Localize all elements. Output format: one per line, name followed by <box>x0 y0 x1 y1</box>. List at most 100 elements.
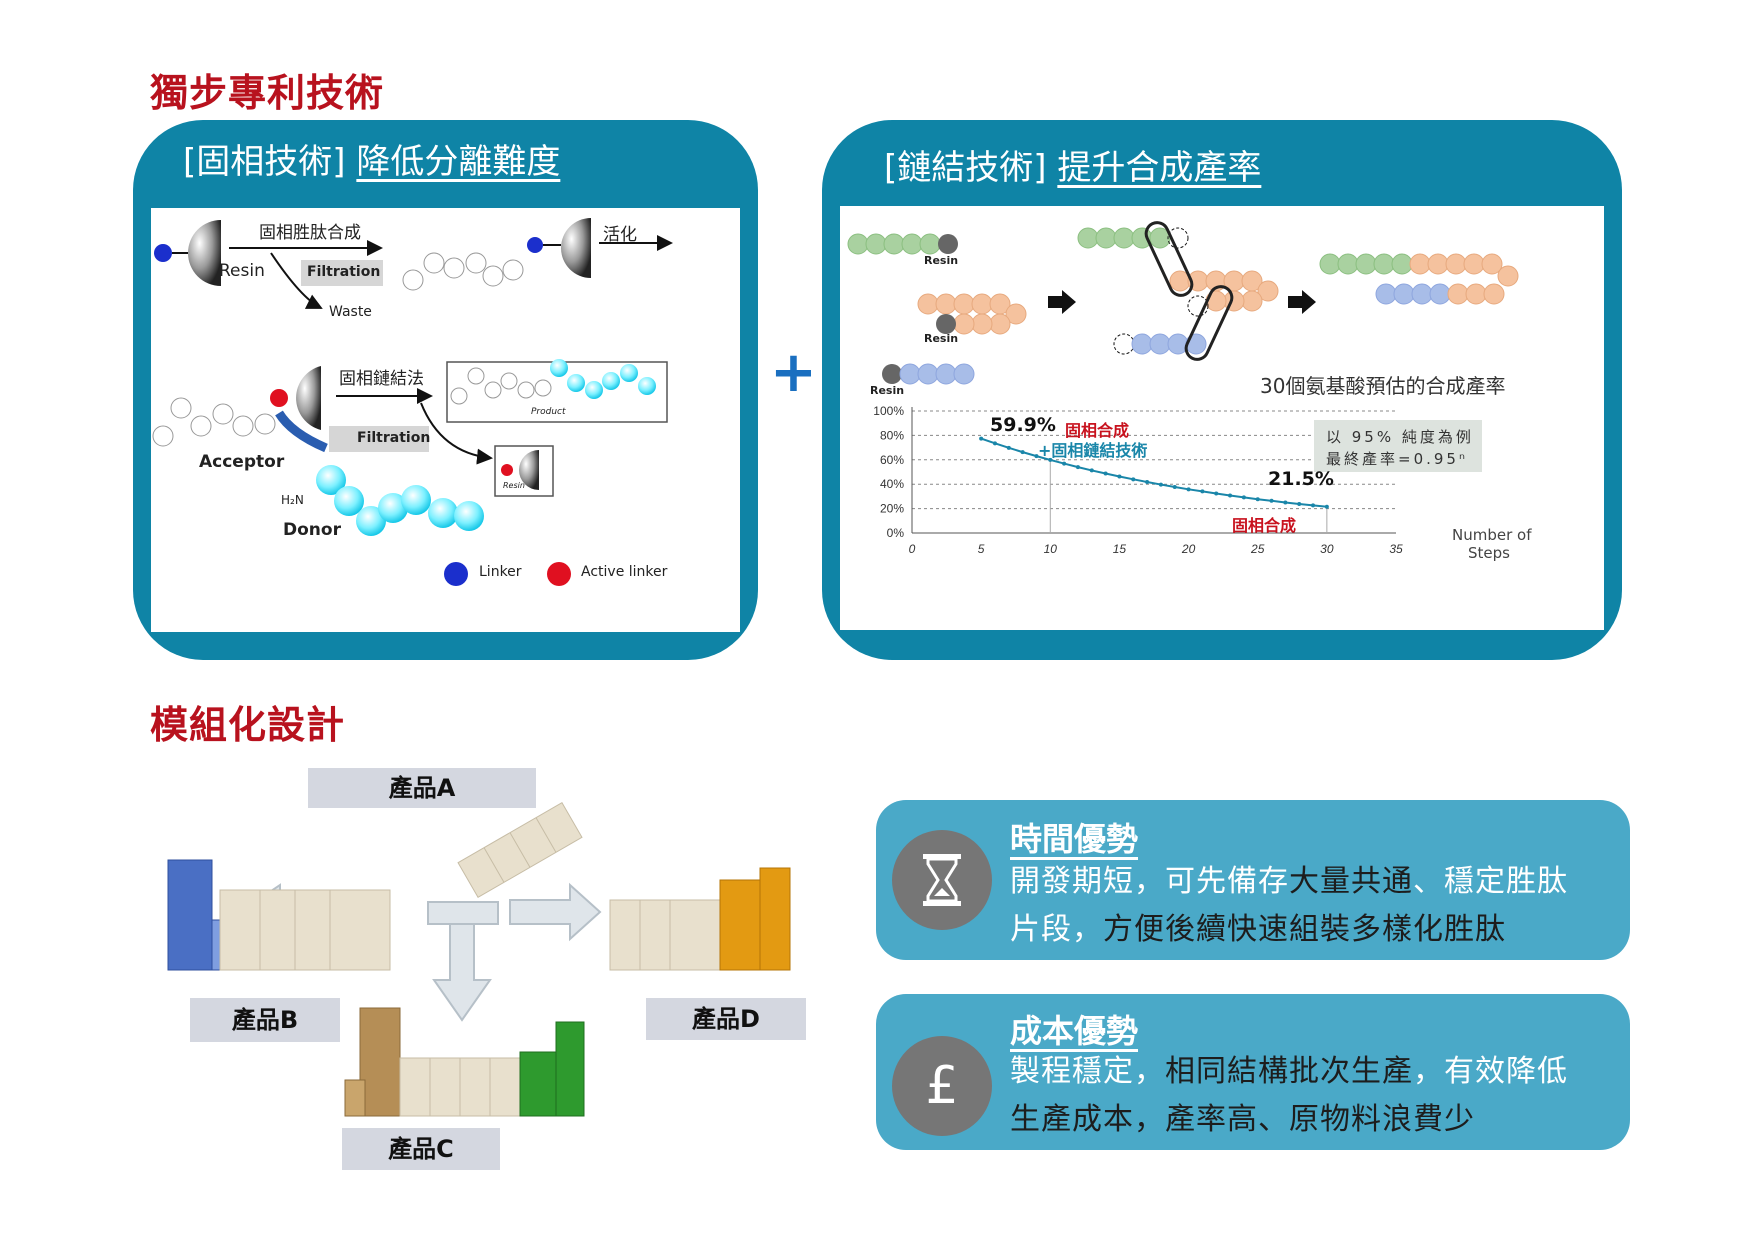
product-tag-a: 產品A <box>308 768 536 808</box>
x-tick-label: 20 <box>1181 542 1196 556</box>
formula-note: 以 95% 純度為例 最終產率=0.95ⁿ <box>1314 420 1482 472</box>
data-point <box>1228 493 1233 498</box>
text-part-dark: 多樣化胜肽 <box>1351 912 1506 947</box>
advantage-text-time: 開發期短，可先備存大量共通、穩定胜肽 片段，方便後續快速組裝多樣化胜肽 <box>1010 858 1620 954</box>
label-resin: Resin <box>219 261 265 281</box>
data-point <box>1006 445 1011 450</box>
data-point <box>1311 503 1316 508</box>
data-point <box>1020 450 1025 455</box>
data-point <box>1075 465 1080 470</box>
label-filtration-2: Filtration <box>357 430 431 446</box>
heading-main: 降低分離難度 <box>356 142 561 182</box>
advantage-time-line2: 片段，方便後續快速組裝多樣化胜肽 <box>1010 906 1620 954</box>
text-part-dark: 大量共通 <box>1289 864 1413 899</box>
label-linker: Linker <box>479 564 522 580</box>
orange-chain-1 <box>917 293 1027 335</box>
legend-active-linker-dot <box>547 562 571 586</box>
arrow-right-icon <box>1048 290 1076 314</box>
y-tick-label: 20% <box>880 502 904 516</box>
label-waste: Waste <box>329 304 372 320</box>
label-acceptor: Acceptor <box>199 452 285 472</box>
block-product-b <box>167 859 391 971</box>
merged-chain-bottom <box>1375 283 1505 305</box>
text-part-dark: 相同結構批次生產 <box>1165 1054 1413 1089</box>
block-product-d <box>609 867 791 971</box>
text-part: 、穩定 <box>1413 864 1506 899</box>
label-synthesis: 固相胜肽合成 <box>259 223 361 243</box>
hourglass-glyph <box>923 854 961 906</box>
annotation-top-blue: +固相鏈結技術 <box>1038 441 1148 460</box>
advantage-text-cost: 製程穩定，相同結構批次生產，有效降低 生產成本，產率高、原物料浪費少 <box>1010 1048 1620 1144</box>
data-point <box>979 436 984 441</box>
data-point <box>1324 504 1329 509</box>
panel-ligation: [鏈結技術] 提升合成產率 <box>822 120 1622 660</box>
label-filtration: Filtration <box>307 264 381 280</box>
data-point <box>1145 480 1150 485</box>
text-part: ，有效降低 <box>1413 1054 1568 1089</box>
x-axis-label-1: Number of <box>1452 526 1532 544</box>
data-point <box>1269 498 1274 503</box>
data-point <box>1103 471 1108 476</box>
product-tag-c: 產品C <box>342 1128 500 1170</box>
section-title-patent: 獨步專利技術 <box>150 71 385 115</box>
advantage-title-cost: 成本優勢 <box>1010 1012 1139 1050</box>
x-tick-label: 25 <box>1250 542 1265 556</box>
y-tick-label: 100% <box>873 404 904 418</box>
block-product-c <box>344 1007 585 1117</box>
product-tag-d: 產品D <box>646 998 806 1040</box>
label-product: Product <box>531 407 566 417</box>
resin-bead <box>188 220 221 286</box>
panel-heading-right: [鏈結技術] 提升合成產率 <box>884 140 1261 189</box>
link-clip-2 <box>1184 285 1234 361</box>
advantage-card-cost: £ 成本優勢 製程穩定，相同結構批次生產，有效降低 生產成本，產率高、原物料浪費… <box>876 994 1630 1150</box>
annotation-top-red: 固相合成 <box>1065 421 1130 440</box>
text-part-dark: 生產成本， <box>1010 1102 1165 1137</box>
advantage-cost-line2: 生產成本，產率高、原物料浪費少 <box>1010 1096 1620 1144</box>
x-tick-label: 10 <box>1044 542 1058 556</box>
note-line-2: 最終產率=0.95ⁿ <box>1326 450 1468 468</box>
data-point <box>1131 477 1136 482</box>
data-point <box>1117 474 1122 479</box>
data-point <box>1241 495 1246 500</box>
resin-label-1: Resin <box>924 254 959 267</box>
annotation-bottom-red: 固相合成 <box>1232 516 1297 535</box>
text-part-dark: 方便後續快速組裝 <box>1103 912 1351 947</box>
product-tag-b: 產品B <box>190 998 340 1042</box>
data-point <box>992 441 997 446</box>
series-line <box>980 437 1327 508</box>
heading-bracket-right: [鏈結技術] <box>884 148 1047 188</box>
label-h2n: H₂N <box>281 493 304 507</box>
data-point <box>1255 497 1260 502</box>
active-linker-dot <box>270 389 288 407</box>
solid-phase-diagram: 固相胜肽合成 Resin Filtration Waste 活化 固相鏈結法 F… <box>151 208 740 632</box>
x-tick-label: 15 <box>1113 542 1127 556</box>
data-point <box>1062 461 1067 466</box>
merged-chain-top <box>1319 253 1519 287</box>
solid-phase-scheme <box>152 218 673 586</box>
data-point <box>1034 454 1039 459</box>
label-ligation: 固相鏈結法 <box>339 369 424 389</box>
text-part: 製程穩定， <box>1010 1054 1165 1089</box>
donor-chain <box>316 465 484 536</box>
acceptor-chain <box>152 397 276 447</box>
label-active-linker: Active linker <box>581 564 668 580</box>
x-axis-label-2: Steps <box>1468 544 1510 562</box>
ligation-scheme <box>847 221 1519 385</box>
section-title-modular: 模組化設計 <box>150 703 346 747</box>
resin-label-3: Resin <box>870 384 905 397</box>
linker-dot <box>154 244 172 262</box>
arrow-right-icon-2 <box>1288 290 1316 314</box>
text-part: 片段， <box>1010 912 1103 947</box>
advantage-cost-line1: 製程穩定，相同結構批次生產，有效降低 <box>1010 1048 1620 1096</box>
y-tick-label: 0% <box>887 526 905 540</box>
data-point <box>1172 485 1177 490</box>
data-point <box>1297 501 1302 506</box>
heading-main-right: 提升合成產率 <box>1057 148 1262 188</box>
block-product-a <box>457 801 583 899</box>
text-part-dark: 產率高、原物料浪費少 <box>1165 1102 1475 1137</box>
peptide-chain-free <box>402 252 524 291</box>
label-donor: Donor <box>283 520 341 540</box>
advantage-card-time: 時間優勢 開發期短，可先備存大量共通、穩定胜肽 片段，方便後續快速組裝多樣化胜肽 <box>876 800 1630 960</box>
advantage-title-time: 時間優勢 <box>1010 820 1139 858</box>
